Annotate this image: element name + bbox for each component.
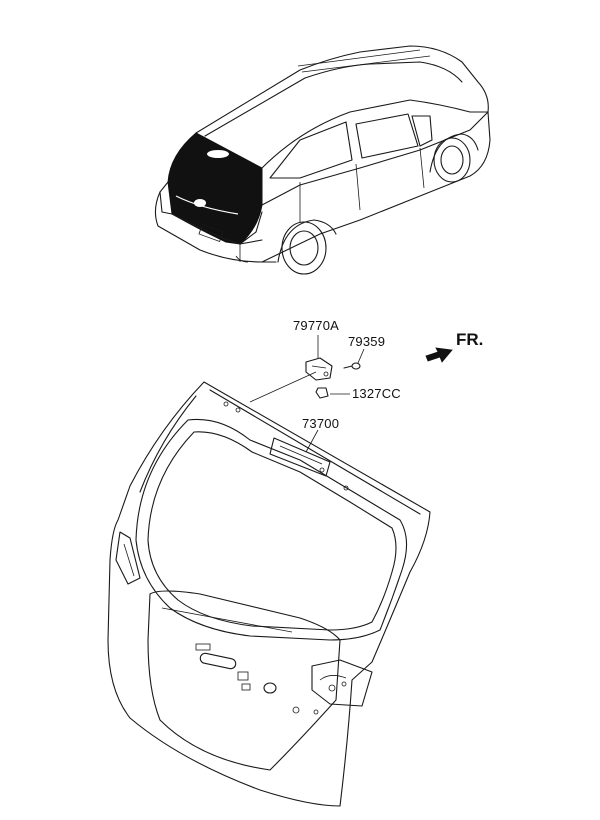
label-bolt: 79359 [348,334,386,349]
front-direction-label: FR. [456,330,484,349]
bolt-part [343,362,361,370]
label-tailgate: 73700 [302,416,340,431]
leader-lines [249,335,365,453]
front-direction-arrow [425,347,453,363]
vehicle-illustration [154,45,491,275]
label-nut: 1327CC [352,386,401,401]
label-bracket: 79770A [293,318,340,333]
rear-glass [167,132,263,245]
nut-part [315,387,329,399]
tailgate-illustration [107,381,431,807]
bracket-part [305,357,333,381]
